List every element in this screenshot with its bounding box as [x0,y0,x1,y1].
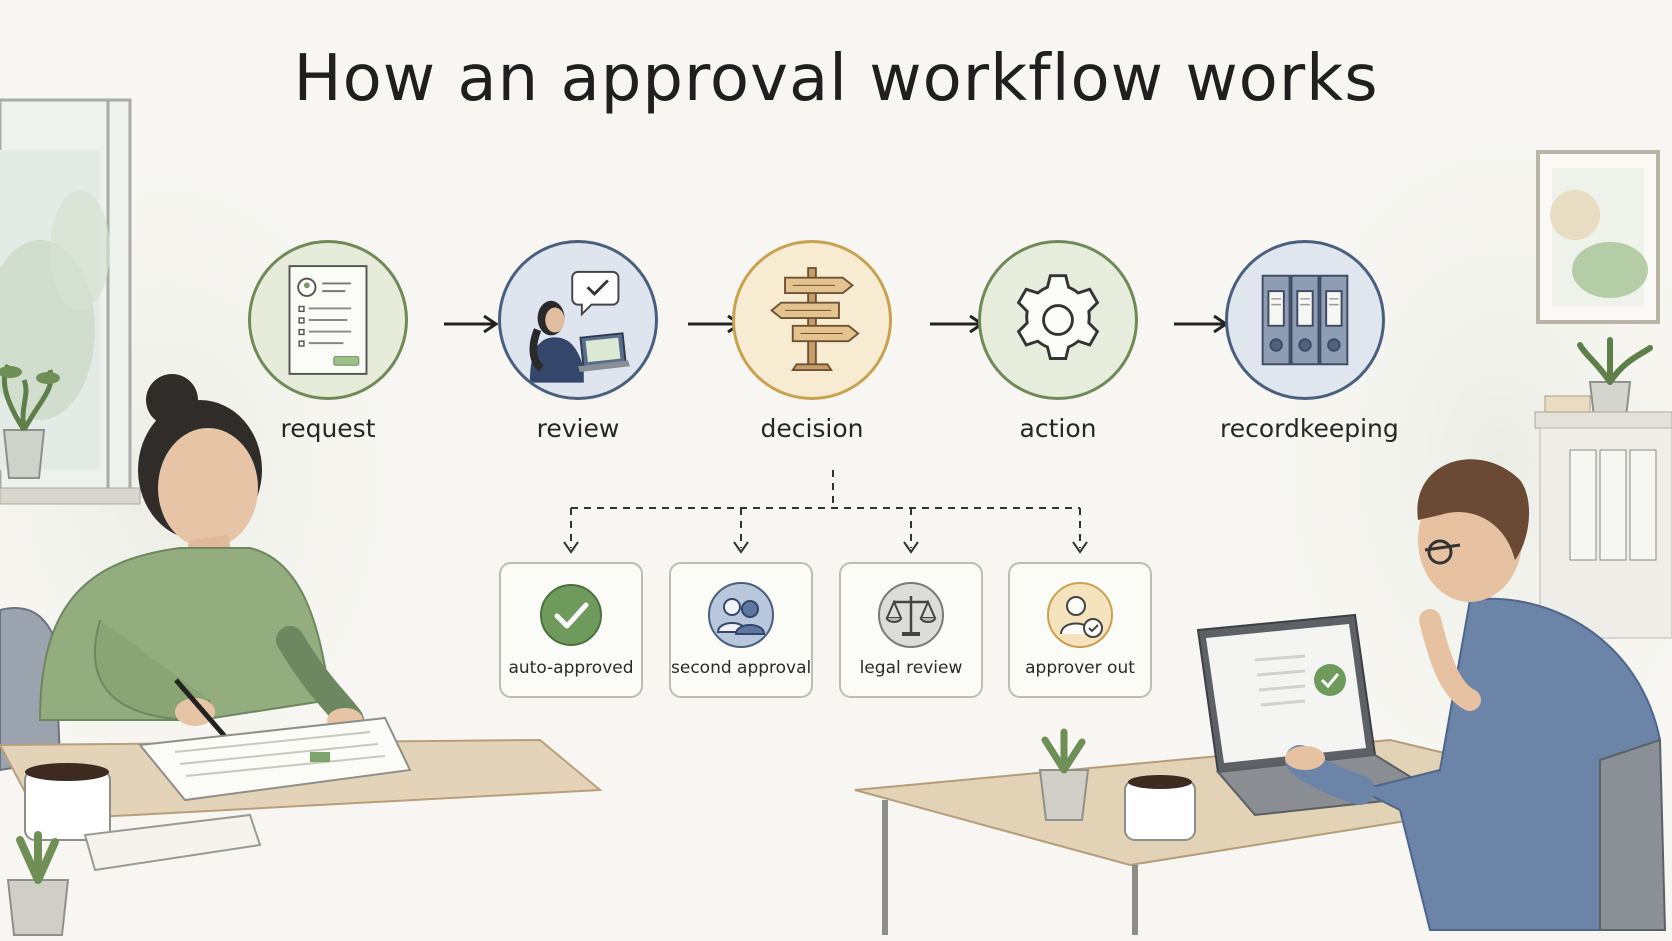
wall-frame-illustration [1536,150,1660,324]
step-circle [498,240,658,400]
outcome-approver-out: approver out [1008,562,1152,698]
outcome-second-approval: second approval [669,562,813,698]
window-illustration [0,98,141,505]
binders-icon [1261,274,1349,366]
outcome-label: second approval [671,658,812,678]
outcome-legal-review: legal review [839,562,983,698]
scales-icon [878,582,944,648]
step-circle [1225,240,1385,400]
outcome-label: approver out [1025,658,1135,678]
step-action: action [973,240,1143,443]
outcome-auto-approved: auto-approved [499,562,643,698]
outcome-label: auto-approved [508,658,634,678]
man-illustration [1285,459,1667,931]
flow-arrow [444,314,499,334]
woman-illustration [38,374,364,742]
outcome-label: legal review [859,658,963,678]
step-label: review [536,414,620,443]
left-desk-illustration [0,716,603,936]
step-request: request [243,240,413,443]
step-label: request [280,414,376,443]
step-label: decision [760,414,864,443]
right-office-scene [854,150,1672,935]
reviewer-laptop-icon [529,270,630,383]
checkmark-icon [540,584,602,646]
two-people-icon [708,582,774,648]
step-label: action [1019,414,1097,443]
shelf-plant-illustration [1577,337,1653,418]
step-circle [978,240,1138,400]
step-review: review [493,240,663,443]
shelf-binders-illustration [1534,395,1672,639]
page-title: How an approval workflow works [293,42,1379,116]
person-clock-icon [1047,582,1113,648]
step-decision: decision [727,240,897,443]
step-label: recordkeeping [1220,414,1399,443]
step-circle [248,240,408,400]
step-recordkeeping: recordkeeping [1220,240,1399,443]
step-circle [732,240,892,400]
request-form-icon [288,265,368,375]
gear-icon [1016,274,1100,360]
signpost-icon [770,267,860,372]
left-office-scene [0,98,603,936]
window-plant-illustration [0,363,60,479]
